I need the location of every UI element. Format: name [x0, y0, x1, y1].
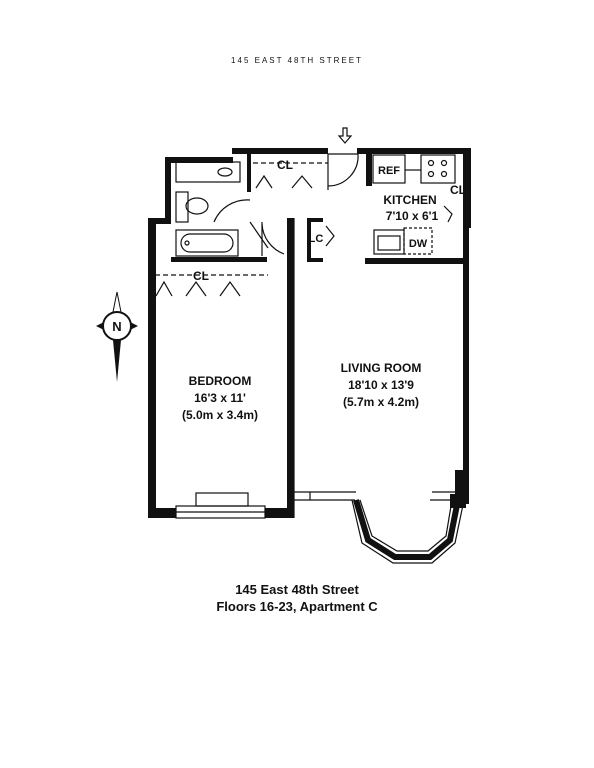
compass-letter: N — [112, 319, 121, 334]
living-size: 18'10 x 13'9 — [348, 378, 414, 392]
swing-doors — [213, 153, 359, 256]
bedroom-name: BEDROOM — [189, 374, 252, 388]
closet-doors — [155, 174, 453, 297]
bedroom-metric: (5.0m x 3.4m) — [182, 408, 258, 422]
entry-arrow-icon — [337, 127, 353, 144]
caption-address: 145 East 48th Street — [235, 582, 359, 597]
compass-icon: N — [96, 291, 138, 382]
refrigerator-label: REF — [378, 165, 400, 177]
page-header: 145 EAST 48TH STREET — [231, 56, 363, 65]
bay-window — [351, 499, 465, 564]
living-name: LIVING ROOM — [341, 361, 422, 375]
living-metric: (5.7m x 4.2m) — [343, 395, 419, 409]
kitchen-name: KITCHEN — [383, 193, 436, 207]
bedroom-size: 16'3 x 11' — [194, 391, 246, 405]
hall-closet-label: CL — [277, 158, 293, 172]
kitchen-fixtures — [372, 154, 456, 255]
dishwasher-label: DW — [409, 238, 428, 250]
walls — [148, 148, 471, 518]
kitchen-size: 7'10 x 6'1 — [386, 209, 439, 223]
bedroom-closet-label: CL — [193, 269, 209, 283]
bath-fixtures — [175, 161, 241, 257]
caption-unit: Floors 16-23, Apartment C — [216, 599, 378, 614]
room-labels: BEDROOM 16'3 x 11' (5.0m x 3.4m) LIVING … — [182, 158, 466, 422]
kitchen-closet-label: CL — [450, 183, 466, 197]
linen-closet-label: LC — [309, 233, 324, 245]
thin-lines — [155, 162, 455, 519]
